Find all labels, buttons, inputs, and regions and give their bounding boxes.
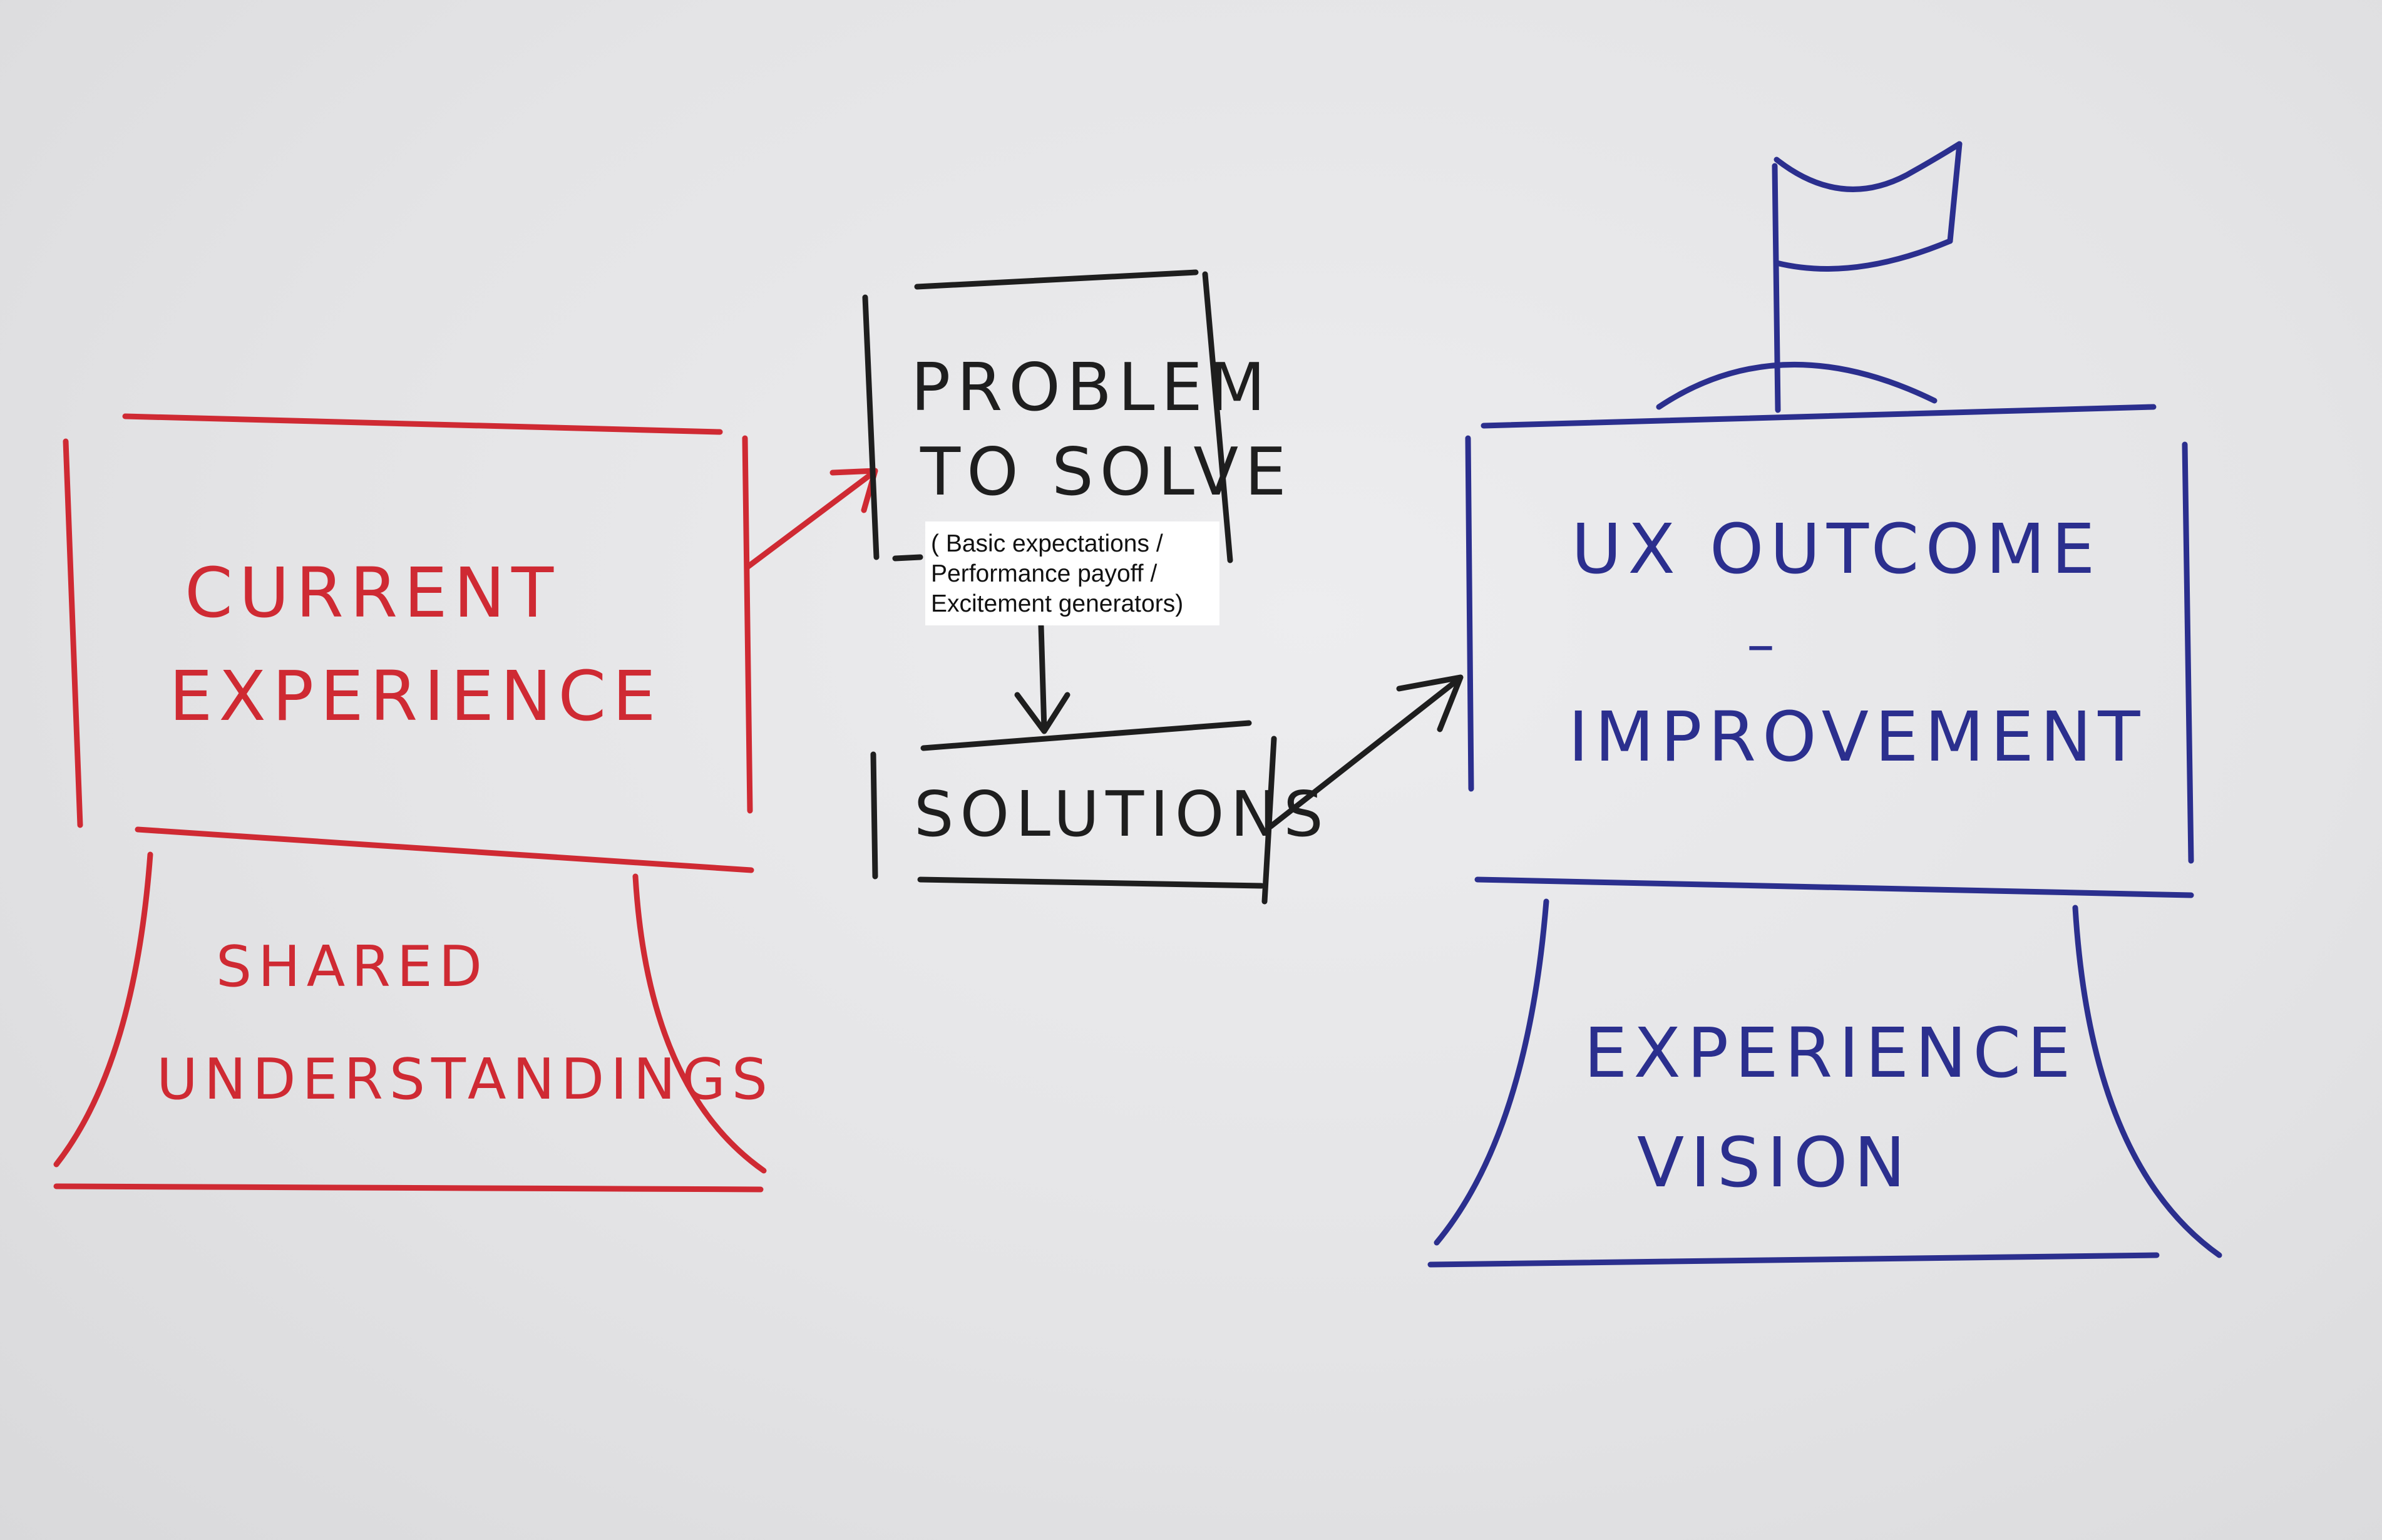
arrow-problem-to-solutions <box>1014 623 1070 734</box>
problem-to-solve-label-line-1: PROBLEM <box>911 349 1271 426</box>
problem-to-solve-box <box>862 269 1233 563</box>
ux-outcome-label-line-2: – <box>1747 612 1781 677</box>
ux-outcome-box <box>1465 404 2194 898</box>
experience-vision-label: EXPERIENCE VISION <box>1584 1013 2077 1203</box>
ux-outcome-label-line-3: IMPROVEMENT <box>1568 697 2146 777</box>
current-experience-label-line-1: CURRENT <box>185 553 560 633</box>
note-line-3: Excitement generators) <box>931 590 1184 617</box>
shared-understandings-label: SHARED UNDERSTANDINGS <box>157 934 774 1112</box>
solutions-box <box>870 720 1277 905</box>
arrow-current-to-problem <box>745 468 878 570</box>
experience-vision-base <box>1427 898 2222 1268</box>
shared-understandings-label-line-2: UNDERSTANDINGS <box>157 1047 774 1112</box>
note-line-1: ( Basic expectations / <box>931 530 1163 557</box>
ux-outcome-label-line-1: UX OUTCOME <box>1571 509 2101 589</box>
experience-vision-label-line-1: EXPERIENCE <box>1584 1013 2077 1093</box>
current-experience-box <box>63 413 754 873</box>
problem-to-solve-label-line-2: TO SOLVE <box>920 434 1293 510</box>
solutions-label: SOLUTIONS <box>914 778 1330 851</box>
flag-icon <box>1656 141 1963 413</box>
note-line-2: Performance payoff / <box>931 560 1158 587</box>
current-experience-label-line-2: EXPERIENCE <box>169 656 662 736</box>
problem-to-solve-label: PROBLEM TO SOLVE <box>911 349 1293 510</box>
problem-categories-note: ( Basic expectations / Performance payof… <box>925 521 1219 625</box>
current-experience-label: CURRENT EXPERIENCE <box>169 553 662 736</box>
shared-understandings-label-line-1: SHARED <box>216 934 488 1000</box>
ux-outcome-label: UX OUTCOME – IMPROVEMENT <box>1568 509 2146 777</box>
experience-vision-label-line-2: VISION <box>1637 1122 1912 1203</box>
shared-understandings-base <box>53 851 767 1193</box>
arrow-solutions-to-ux-outcome <box>1268 674 1464 829</box>
